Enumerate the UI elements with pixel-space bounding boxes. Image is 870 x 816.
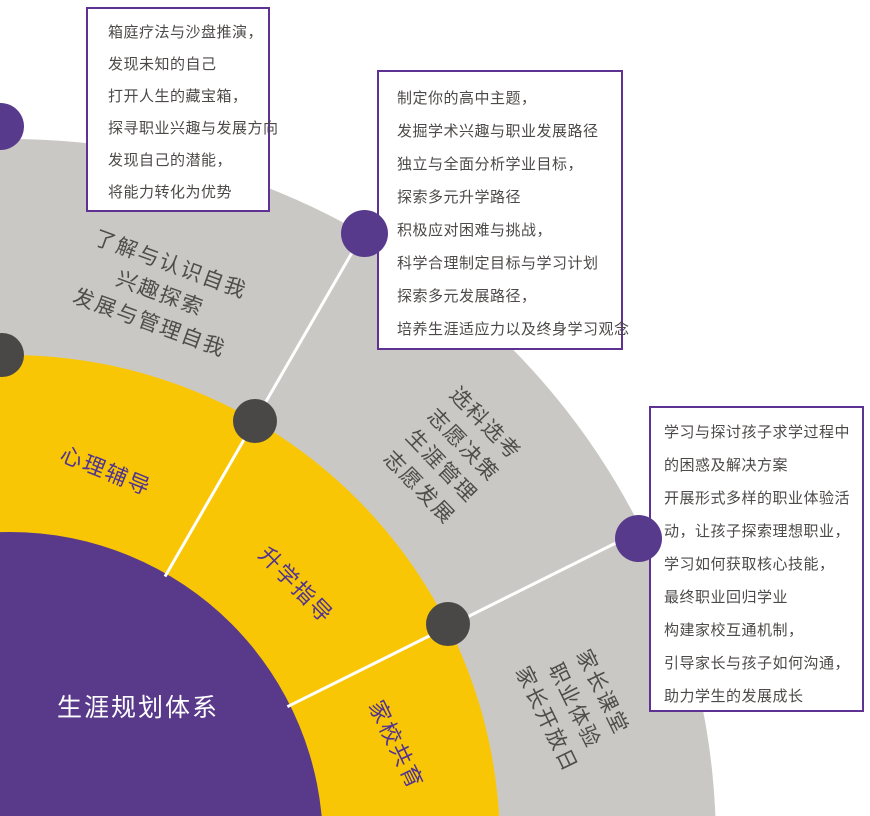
connector-dot-2 bbox=[341, 210, 388, 257]
callout-3-line: 的困惑及解决方案 bbox=[664, 457, 789, 474]
diagram-title: 生涯规划体系 bbox=[57, 694, 219, 722]
callout-3-line: 开展形式多样的职业体验活 bbox=[664, 490, 851, 507]
callout-2-line: 探索多元升学路径 bbox=[397, 189, 522, 206]
callout-1-line: 箱庭疗法与沙盘推演， bbox=[108, 24, 264, 41]
callout-2-line: 积极应对困难与挑战， bbox=[397, 222, 553, 239]
callout-2-line: 探索多元发展路径， bbox=[397, 288, 537, 305]
callout-1-line: 将能力转化为优势 bbox=[108, 184, 233, 201]
callout-2-line: 独立与全面分析学业目标， bbox=[397, 156, 584, 173]
callout-1-line: 发现自己的潜能， bbox=[108, 152, 233, 169]
callout-1-line: 打开人生的藏宝箱， bbox=[108, 88, 248, 105]
callout-2-line: 培养生涯适应力以及终身学习观念 bbox=[397, 321, 630, 338]
joint-dot-2 bbox=[233, 399, 277, 443]
connector-dot-3 bbox=[615, 515, 662, 562]
callout-3-line: 构建家校互通机制， bbox=[664, 622, 804, 639]
callout-1-line: 探寻职业兴趣与发展方向 bbox=[108, 120, 279, 137]
callout-3-line: 动，让孩子探索理想职业， bbox=[664, 523, 851, 540]
callout-3-line: 学习与探讨孩子求学过程中 bbox=[664, 424, 851, 441]
callout-box-3: 学习与探讨孩子求学过程中 的困惑及解决方案 开展形式多样的职业体验活 动，让孩子… bbox=[649, 406, 864, 712]
callout-3-line: 学习如何获取核心技能， bbox=[664, 556, 835, 573]
callout-box-1: 箱庭疗法与沙盘推演， 发现未知的自己 打开人生的藏宝箱， 探寻职业兴趣与发展方向… bbox=[86, 7, 279, 212]
callout-2-line: 制定你的高中主题， bbox=[397, 90, 537, 107]
callout-3-line: 引导家长与孩子如何沟通， bbox=[664, 655, 851, 672]
callout-2-line: 科学合理制定目标与学习计划 bbox=[397, 255, 599, 272]
callout-3-line: 助力学生的发展成长 bbox=[664, 688, 804, 705]
callout-2-line: 发掘学术兴趣与职业发展路径 bbox=[397, 123, 599, 140]
callout-1-line: 发现未知的自己 bbox=[108, 56, 217, 73]
callout-box-2: 制定你的高中主题， 发掘学术兴趣与职业发展路径 独立与全面分析学业目标， 探索多… bbox=[377, 70, 630, 350]
center-disc bbox=[0, 532, 322, 816]
joint-dot-3 bbox=[426, 602, 470, 646]
joint-dot-1 bbox=[0, 333, 24, 377]
callout-3-line: 最终职业回归学业 bbox=[664, 589, 789, 606]
